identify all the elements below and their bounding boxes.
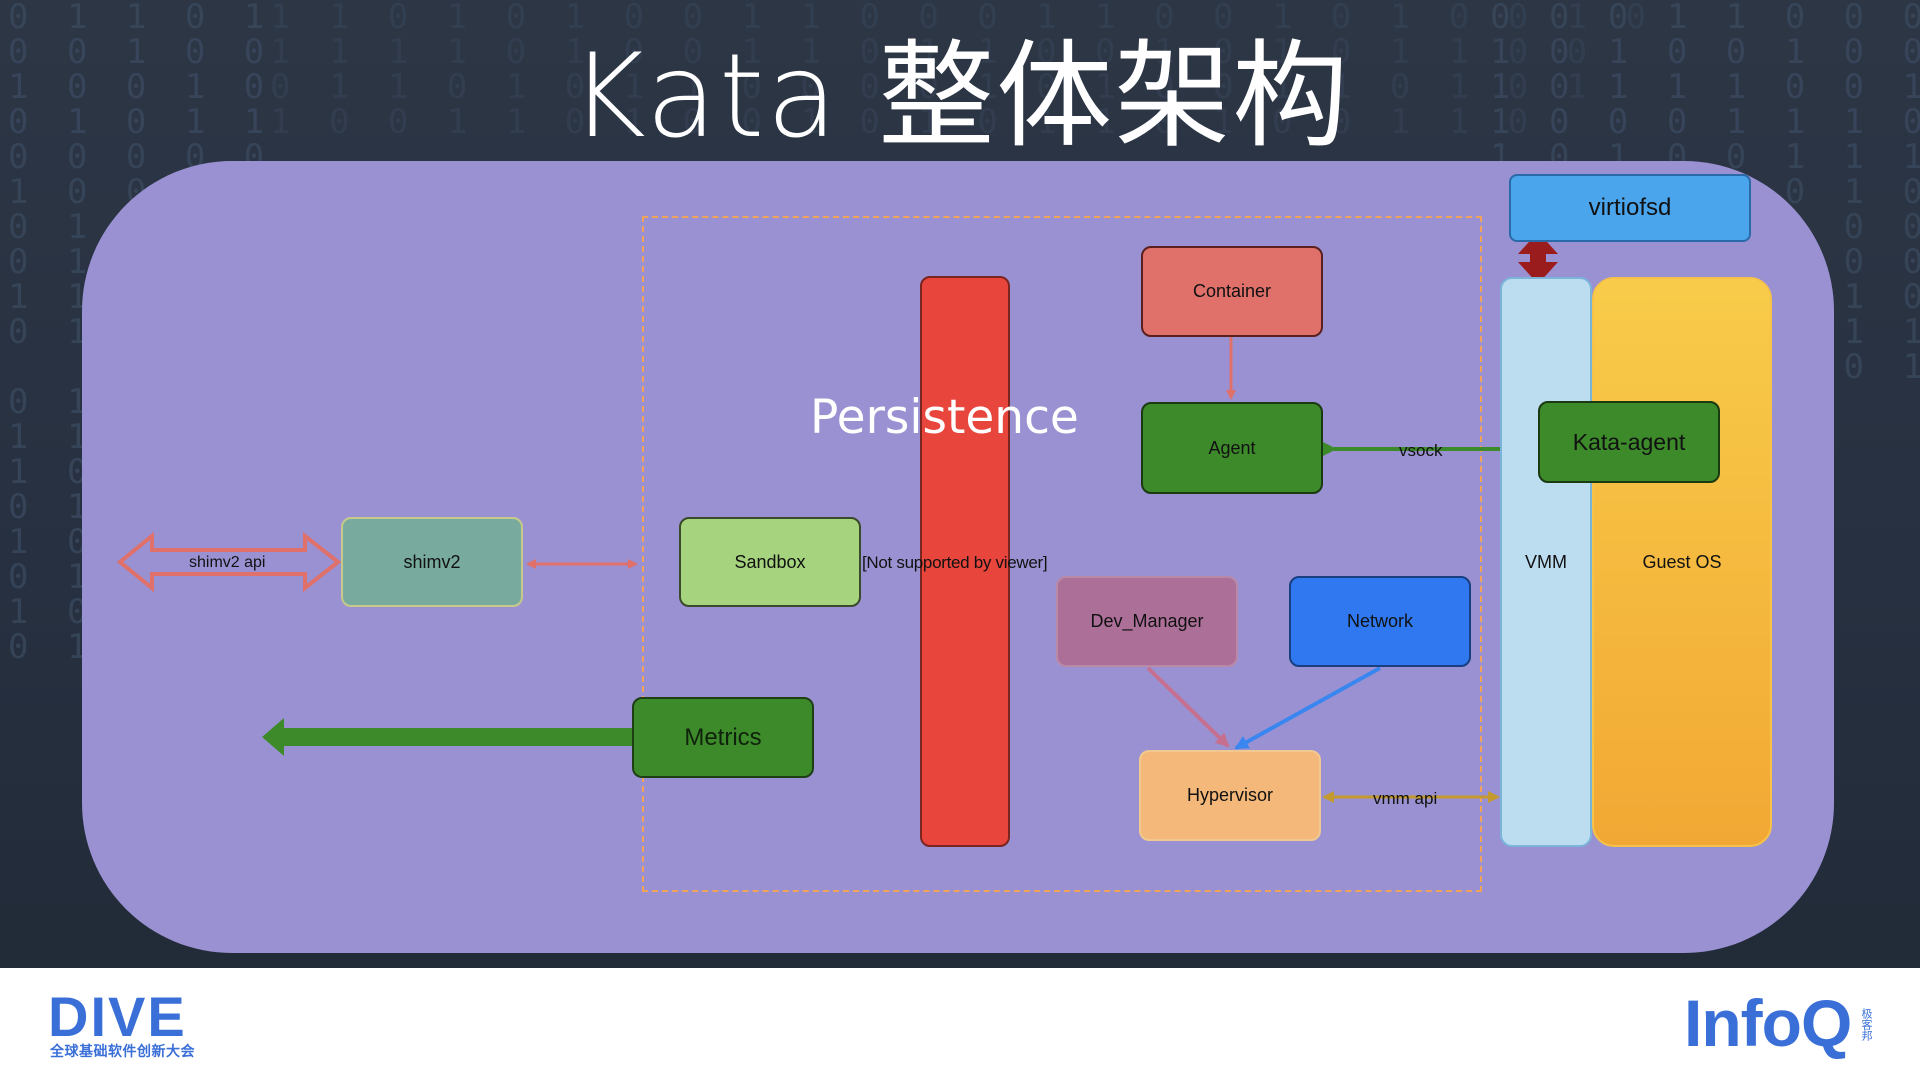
page-title: Kata 整体架构 — [569, 29, 1351, 164]
agent-box: Agent — [1141, 402, 1323, 494]
persistence-label: Persistence — [810, 390, 1079, 445]
container-box: Container — [1141, 246, 1323, 337]
dev-manager-box: Dev_Manager — [1056, 576, 1238, 667]
virtiofsd-label: virtiofsd — [1588, 194, 1672, 221]
infoq-logo-tag: 极客邦 — [1860, 1008, 1873, 1041]
binary-pattern-top: 1 1 0 1 0 1 0 0 1 1 0 0 0 1 1 0 0 1 0 1 … — [270, 0, 1656, 142]
shimv2-api-label: shimv2 api — [189, 554, 266, 571]
devmanager-hypervisor-connector — [1146, 666, 1230, 748]
dive-logo-subtitle: 全球基础软件创新大会 — [50, 1044, 195, 1060]
dashed-boundary — [642, 216, 1482, 892]
virtiofsd-box: virtiofsd — [1509, 174, 1751, 242]
infoq-logo: InfoQ — [1684, 986, 1852, 1060]
persistence-bar — [920, 276, 1010, 847]
shimv2-api-arrow — [116, 531, 342, 593]
container-label: Container — [1192, 281, 1272, 301]
not-supported-label: [Not supported by viewer] — [862, 553, 1048, 572]
footer — [0, 968, 1920, 1082]
vmm-box: VMM — [1500, 277, 1592, 847]
dive-logo: DIVE 全球基础软件创新大会 — [48, 985, 208, 1061]
network-label: Network — [1346, 611, 1413, 631]
metrics-box: Metrics — [632, 697, 814, 778]
network-box: Network — [1289, 576, 1471, 667]
guest-os-box: Guest OS — [1592, 277, 1772, 847]
vsock-label: vsock — [1399, 441, 1443, 460]
agent-label: Agent — [1208, 437, 1256, 458]
hypervisor-label: Hypervisor — [1186, 785, 1274, 805]
kata-agent-label: Kata-agent — [1572, 428, 1686, 455]
shimv2-box: shimv2 — [341, 517, 523, 607]
kata-agent-box: Kata-agent — [1538, 401, 1720, 483]
hypervisor-box: Hypervisor — [1139, 750, 1321, 841]
metrics-label: Metrics — [684, 723, 762, 751]
vmm-api-label: vmm api — [1373, 789, 1438, 808]
dive-logo-text: DIVE — [48, 985, 187, 1048]
virtiofsd-vmm-arrow — [1518, 232, 1558, 284]
vmm-label: VMM — [1525, 551, 1567, 572]
guest-os-label: Guest OS — [1642, 551, 1722, 572]
dev-manager-label: Dev_Manager — [1090, 611, 1204, 631]
network-hypervisor-connector — [1234, 666, 1381, 750]
sandbox-label: Sandbox — [734, 551, 806, 572]
sandbox-box: Sandbox — [679, 517, 861, 607]
shimv2-label: shimv2 — [403, 551, 461, 572]
metrics-arrow-head — [262, 718, 284, 756]
